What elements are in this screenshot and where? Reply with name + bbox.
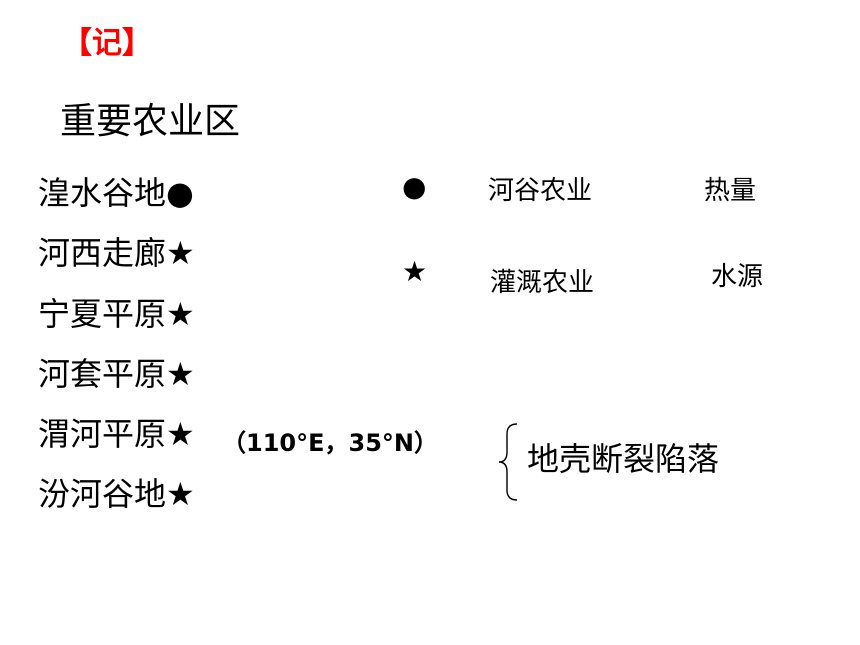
region-item-huangshui: 湟水谷地●	[38, 168, 194, 214]
page-title: 重要农业区	[60, 101, 241, 142]
star-icon: ★	[166, 475, 195, 513]
legend-type-valley: 河谷农业	[488, 176, 593, 206]
region-name: 汾河谷地	[38, 475, 167, 513]
region-item-ningxia: 宁夏平原★	[38, 289, 195, 335]
star-icon: ★	[166, 355, 195, 393]
star-icon: ★	[166, 415, 195, 453]
region-name: 渭河平原	[38, 415, 167, 453]
star-icon: ★	[166, 234, 195, 272]
star-icon: ★	[166, 295, 195, 333]
legend-factor-water: 水源	[711, 262, 764, 292]
region-item-weihe: 渭河平原★	[38, 409, 195, 455]
dot-icon: ●	[166, 174, 194, 212]
region-item-fenhe: 汾河谷地★	[38, 469, 195, 515]
legend-type-irrigation: 灌溉农业	[490, 268, 595, 298]
note-tag: 【记】	[62, 26, 152, 61]
legend-factor-heat: 热量	[704, 176, 757, 206]
region-item-hexi: 河西走廊★	[38, 228, 195, 274]
region-name: 河西走廊	[38, 234, 167, 272]
coordinate-label: （110°E，35°N）	[222, 429, 438, 457]
region-name: 宁夏平原	[38, 295, 167, 333]
region-item-hetao: 河套平原★	[38, 349, 195, 395]
curly-brace-icon	[498, 423, 518, 501]
region-name: 湟水谷地	[38, 174, 167, 212]
region-name: 河套平原	[38, 355, 167, 393]
legend-star-icon: ★	[402, 255, 428, 288]
formation-cause: 地壳断裂陷落	[527, 440, 720, 478]
legend-dot-icon: ●	[402, 170, 427, 203]
